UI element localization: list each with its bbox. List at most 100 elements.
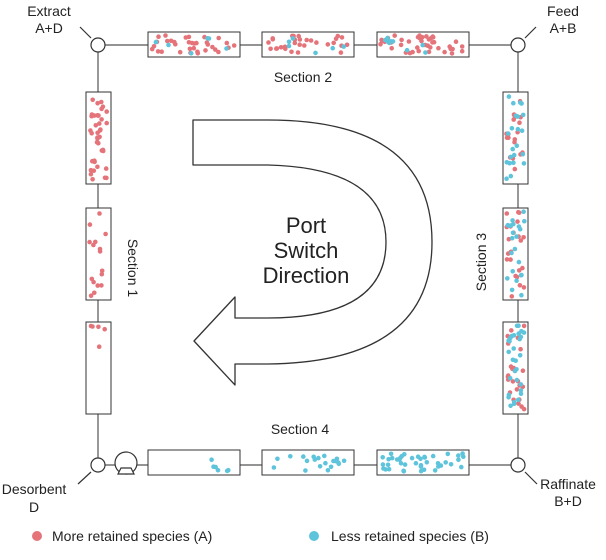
species-b-particle (386, 40, 392, 46)
species-a-particle (517, 283, 523, 288)
species-b-particle (436, 464, 441, 469)
species-b-particle (511, 100, 516, 106)
legend-species-a-dot (32, 531, 42, 541)
species-b-particle (516, 224, 522, 229)
species-b-particle (519, 128, 525, 133)
species-a-particle (104, 120, 109, 126)
species-b-particle (224, 46, 229, 51)
species-a-particle (103, 231, 108, 237)
desorbent-port-stream: D (29, 499, 39, 515)
species-a-particle (92, 113, 97, 118)
species-b-particle (506, 349, 512, 355)
species-a-particle (297, 42, 303, 47)
species-a-particle (520, 368, 526, 374)
species-a-particle (95, 100, 100, 106)
species-a-particle (335, 33, 341, 39)
species-a-particle (407, 50, 413, 56)
species-particles (87, 33, 527, 474)
species-b-particle (505, 276, 510, 281)
species-b-particle (514, 234, 519, 239)
species-b-particle (313, 50, 318, 56)
species-b-particle (514, 367, 519, 372)
species-b-particle (508, 173, 514, 179)
species-b-particle (522, 218, 527, 224)
desorbent-port-label: Desorbent (2, 481, 67, 497)
species-a-particle (216, 35, 221, 41)
species-a-particle (96, 344, 102, 350)
species-a-particle (95, 113, 101, 118)
species-a-particle (268, 46, 273, 52)
legend-species-b-dot (309, 531, 319, 541)
species-a-particle (398, 42, 404, 48)
species-b-particle (507, 339, 512, 344)
species-a-particle (521, 406, 527, 412)
species-b-particle (325, 468, 331, 473)
species-a-particle (514, 274, 520, 280)
species-b-particle (301, 454, 306, 459)
species-b-particle (402, 462, 408, 467)
species-b-particle (380, 462, 386, 467)
species-a-particle (266, 40, 271, 45)
species-a-particle (453, 39, 459, 44)
species-a-particle (270, 37, 276, 42)
species-a-particle (516, 268, 522, 273)
species-b-particle (386, 456, 391, 462)
species-a-particle (88, 128, 93, 133)
species-a-particle (512, 166, 518, 172)
species-a-particle (99, 268, 105, 274)
species-a-particle (88, 293, 94, 299)
species-a-particle (415, 45, 420, 50)
species-a-particle (282, 44, 288, 50)
species-a-particle (510, 379, 516, 384)
species-b-particle (424, 460, 430, 465)
species-a-particle (296, 33, 302, 39)
section-3-label: Section 3 (473, 233, 489, 292)
species-a-particle (92, 290, 97, 296)
species-b-particle (516, 397, 521, 403)
species-a-particle (204, 40, 210, 45)
species-a-particle (512, 139, 517, 145)
species-b-particle (323, 460, 328, 466)
species-a-particle (516, 401, 521, 406)
species-b-particle (418, 463, 424, 468)
species-a-particle (399, 37, 404, 43)
species-a-particle (459, 48, 465, 54)
species-b-particle (386, 466, 392, 472)
extract-port-stream: A+D (35, 20, 63, 36)
species-a-particle (292, 40, 298, 46)
species-a-particle (278, 45, 284, 50)
species-b-particle (509, 287, 515, 293)
species-a-particle (325, 42, 331, 47)
species-a-particle (99, 99, 104, 105)
species-a-particle (428, 45, 433, 50)
species-b-particle (226, 467, 231, 473)
species-b-particle (385, 35, 390, 41)
species-a-particle (97, 249, 103, 254)
species-b-particle (420, 42, 426, 48)
species-b-particle (456, 453, 461, 458)
species-a-particle (95, 135, 100, 140)
species-a-particle (508, 364, 514, 369)
species-a-particle (102, 326, 107, 332)
center-label-line3: Direction (263, 263, 350, 288)
raffinate-port-label: Raffinate (540, 476, 596, 492)
species-a-particle (95, 283, 100, 288)
species-b-particle (286, 43, 292, 49)
species-b-particle (514, 278, 519, 284)
species-a-particle (509, 328, 514, 333)
species-a-particle (231, 43, 237, 48)
legend-species-a-label: More retained species (A) (52, 528, 212, 544)
species-a-particle (417, 33, 422, 38)
species-a-particle (163, 33, 168, 38)
species-a-particle (91, 242, 96, 248)
species-b-particle (288, 454, 293, 459)
species-b-particle (421, 467, 427, 473)
species-b-particle (506, 392, 512, 398)
extract-port-label: Extract (27, 3, 71, 19)
species-a-particle (436, 45, 441, 51)
extract-port-node (90, 37, 106, 53)
species-b-particle (509, 126, 515, 131)
legend: More retained species (A) Less retained … (32, 528, 489, 544)
species-a-particle (213, 47, 218, 52)
species-b-particle (519, 329, 524, 334)
